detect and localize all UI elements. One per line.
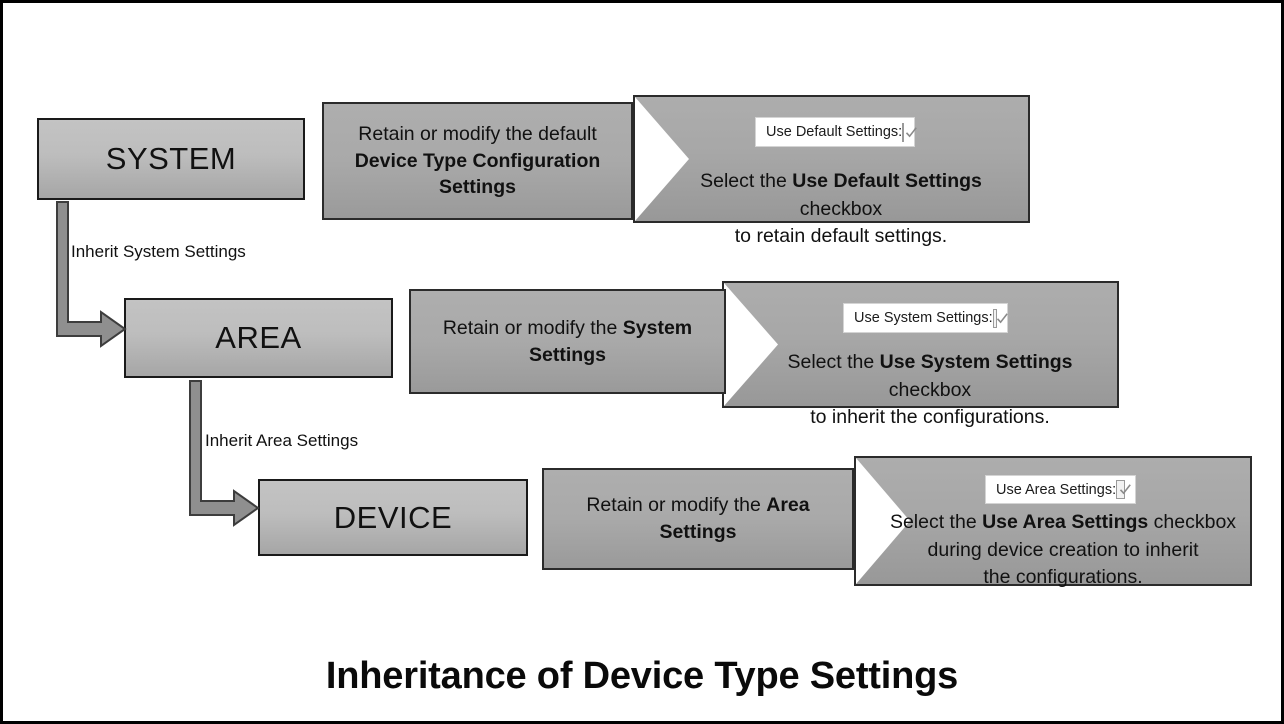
system-detail-line2: to retain default settings. xyxy=(734,225,948,248)
device-box: DEVICE xyxy=(258,479,528,556)
check-mark-icon[interactable] xyxy=(902,122,918,142)
area-detail-panel xyxy=(722,281,1119,408)
system-detail-bold: Use Default Settings xyxy=(792,170,982,192)
system-action-box: Retain or modify the default Device Type… xyxy=(322,102,633,220)
area-detail-line2: to inherit the configurations. xyxy=(810,406,1050,429)
device-action-line1: Retain or modify the xyxy=(586,494,767,517)
area-detail-suffix: checkbox xyxy=(888,378,972,401)
area-box-label: AREA xyxy=(215,320,302,355)
device-detail-bold: Use Area Settings xyxy=(982,511,1149,533)
area-action-box: Retain or modify the System Settings xyxy=(409,289,726,394)
device-action-box: Retain or modify the Area Settings xyxy=(542,468,854,570)
device-detail-prefix: Select the xyxy=(889,511,983,533)
system-detail-prefix: Select the xyxy=(700,170,793,192)
area-detail-prefix: Select the xyxy=(787,351,880,373)
inherit-area-settings-label: Inherit Area Settings xyxy=(205,431,359,450)
diagram-title: Inheritance of Device Type Settings xyxy=(325,655,959,697)
area-action-bold1: System xyxy=(622,316,693,339)
area-checkbox-inset[interactable]: Use System Settings: xyxy=(843,303,1008,333)
device-action-bold1: Area xyxy=(766,494,810,517)
inherit-system-settings-label: Inherit System Settings xyxy=(71,242,246,261)
device-detail-line3: the configurations. xyxy=(983,566,1143,589)
area-detail-bold: Use System Settings xyxy=(879,351,1073,373)
device-checkbox-label: Use Area Settings: xyxy=(996,481,1117,498)
area-action-bold2: Settings xyxy=(529,343,606,366)
device-checkbox-inset[interactable]: Use Area Settings: xyxy=(985,475,1136,504)
device-detail-suffix: checkbox xyxy=(1148,511,1237,533)
system-action-line1: Retain or modify the default xyxy=(358,122,597,145)
area-checkbox-label: Use System Settings: xyxy=(854,310,993,326)
system-box: SYSTEM xyxy=(37,118,305,200)
system-detail-suffix: checkbox xyxy=(799,197,883,220)
check-mark-icon[interactable] xyxy=(1116,480,1131,499)
device-box-label: DEVICE xyxy=(333,499,453,535)
system-box-label: SYSTEM xyxy=(105,141,237,176)
system-action-bold2: Settings xyxy=(439,176,516,199)
device-detail-line2: during device creation to inherit xyxy=(927,538,1199,561)
area-action-line1: Retain or modify the xyxy=(442,316,623,339)
system-action-bold1: Device Type Configuration xyxy=(354,149,601,172)
inherit-system-settings-arrow xyxy=(55,200,135,348)
area-box: AREA xyxy=(124,298,393,378)
inherit-area-settings-arrow xyxy=(188,379,268,527)
system-checkbox-label: Use Default Settings: xyxy=(766,124,903,140)
device-detail-text: Select the Use Area Settings checkbox du… xyxy=(889,509,1237,592)
system-detail-text: Select the Use Default Settings checkbox… xyxy=(667,168,1015,251)
check-mark-icon[interactable] xyxy=(992,308,1008,328)
area-detail-text: Select the Use System Settings checkbox … xyxy=(756,349,1104,432)
device-action-bold2: Settings xyxy=(659,521,737,543)
system-detail-panel xyxy=(633,95,1030,223)
system-checkbox-inset[interactable]: Use Default Settings: xyxy=(755,117,918,147)
